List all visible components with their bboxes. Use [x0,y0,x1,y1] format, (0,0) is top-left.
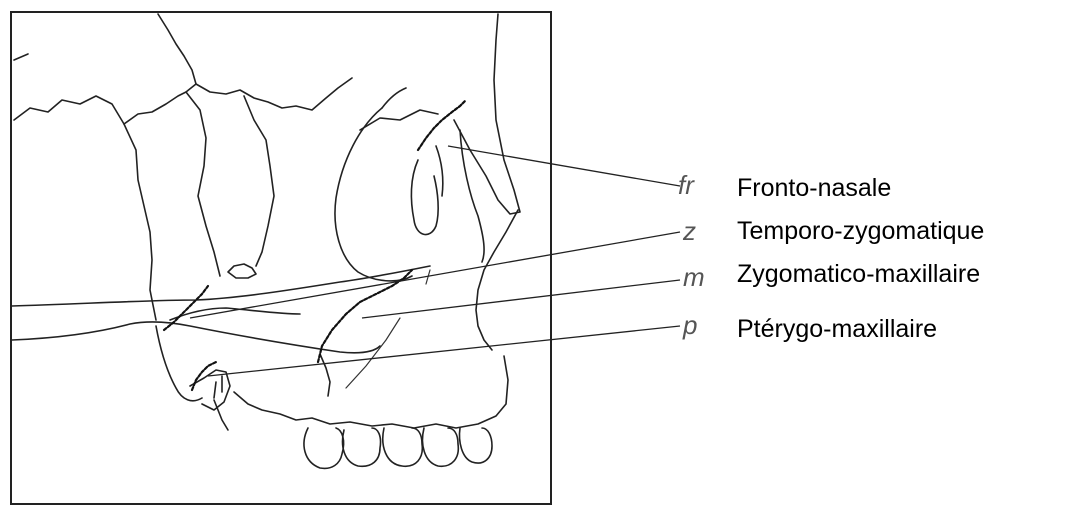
skull-drawing [12,14,520,468]
leader-line-m [362,280,680,318]
leader-line-p [208,326,680,376]
suture-abbr-fr: fr [678,172,694,198]
suture-abbr-p: p [683,312,697,338]
fronto-nasal-suture [418,100,466,150]
label-temporo-zygomatique: Temporo-zygomatique [737,219,984,244]
suture-abbr-z: z [683,218,696,244]
suture-abbr-m: m [683,264,705,290]
leader-line-fr [448,146,680,186]
label-pterygo-maxillaire: Ptérygo-maxillaire [737,317,937,342]
label-zygomatico-maxillaire: Zygomatico-maxillaire [737,262,980,287]
diagram-frame [11,12,551,504]
label-fronto-nasale: Fronto-nasale [737,176,891,201]
